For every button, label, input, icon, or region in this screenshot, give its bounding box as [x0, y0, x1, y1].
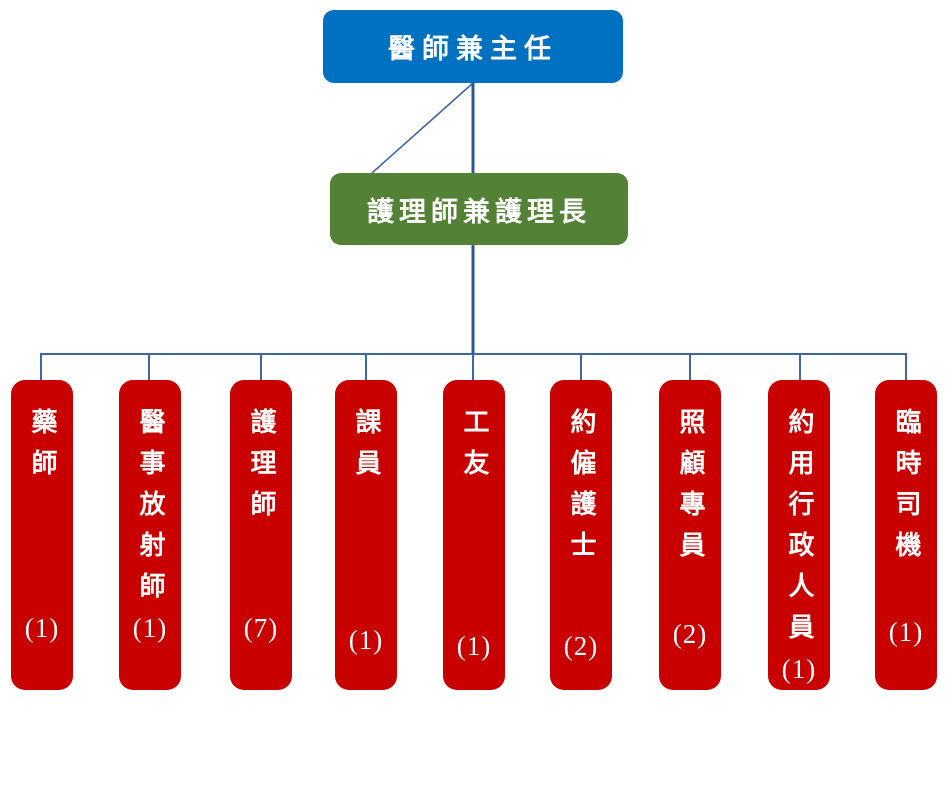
- position-label: 醫事放射師: [136, 408, 165, 613]
- position-label: 課員: [352, 408, 381, 490]
- position-node-5: 工友 (1): [443, 380, 505, 690]
- position-label: 約僱護士: [567, 408, 596, 572]
- position-node-8: 約用行政人員 (1): [768, 380, 830, 690]
- position-label: 約用行政人員: [785, 408, 814, 654]
- position-count: (1): [781, 654, 817, 684]
- position-node-9: 臨時司機 (1): [875, 380, 937, 690]
- position-label: 照顧專員: [676, 408, 705, 572]
- position-count: (1): [348, 625, 384, 655]
- position-node-7: 照顧專員 (2): [659, 380, 721, 690]
- position-label: 藥師: [28, 408, 57, 490]
- position-count: (1): [24, 613, 60, 643]
- head-nurse-node-label: 護理師兼護理長: [367, 196, 591, 227]
- connector-root-diagonal: [371, 82, 474, 174]
- position-count: (1): [888, 617, 924, 647]
- position-node-4: 課員 (1): [335, 380, 397, 690]
- position-count: (1): [132, 613, 168, 643]
- position-count: (2): [563, 631, 599, 661]
- position-node-3: 護理師 (7): [230, 380, 292, 690]
- position-count: (1): [456, 631, 492, 661]
- position-label: 護理師: [247, 408, 276, 531]
- position-count: (7): [243, 613, 279, 643]
- head-nurse-node: 護理師兼護理長: [330, 173, 628, 245]
- position-node-6: 約僱護士 (2): [550, 380, 612, 690]
- root-node-label: 醫師兼主任: [388, 34, 558, 64]
- position-node-2: 醫事放射師 (1): [119, 380, 181, 690]
- position-node-1: 藥師 (1): [11, 380, 73, 690]
- position-count: (2): [672, 619, 708, 649]
- root-node: 醫師兼主任: [323, 10, 623, 83]
- position-label: 臨時司機: [892, 408, 921, 572]
- position-label: 工友: [460, 408, 489, 490]
